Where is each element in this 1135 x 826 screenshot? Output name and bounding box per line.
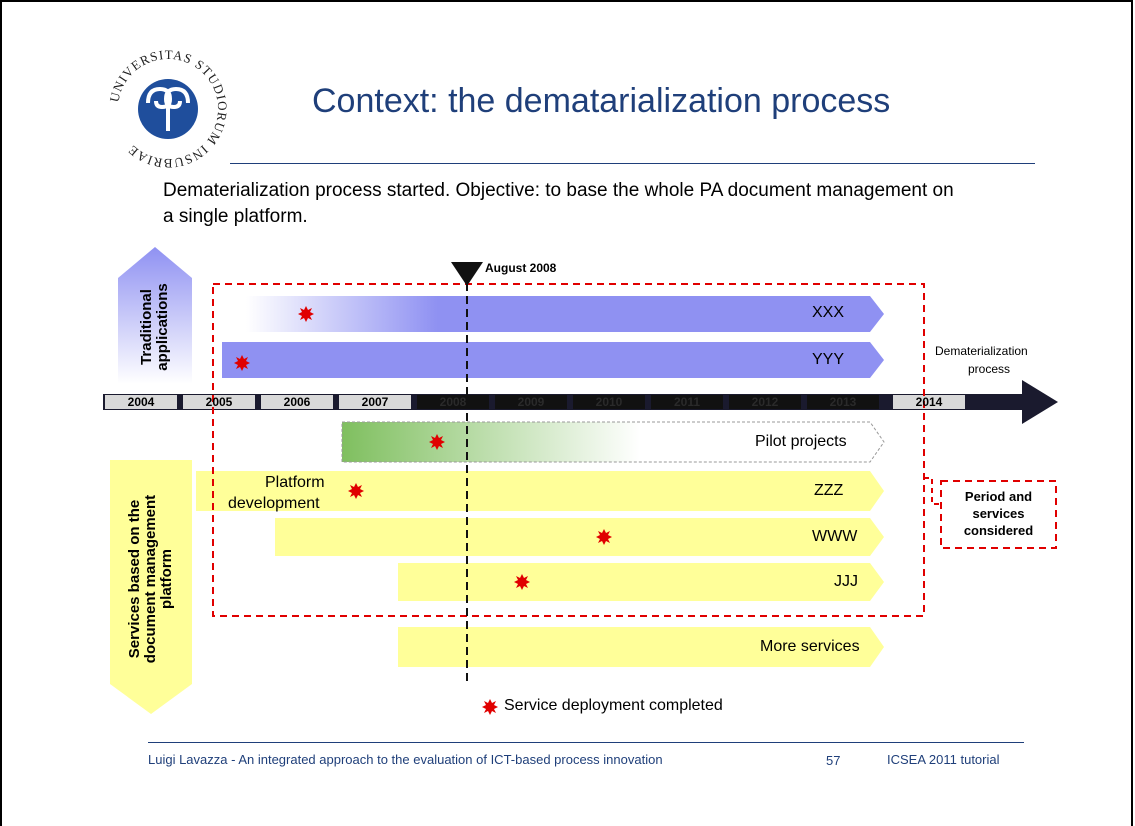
marker-zzz-star-icon: [348, 483, 364, 499]
legend-star-icon: [482, 699, 498, 715]
title-divider: [230, 163, 1035, 164]
bar-www-label: WWW: [812, 528, 858, 545]
year-2005: 2005: [205, 395, 233, 409]
deployment-markers: [234, 306, 612, 715]
milestone-label: August 2008: [485, 261, 557, 275]
year-2011: 2011: [673, 395, 701, 409]
services-arrow: [110, 460, 192, 714]
period-connector: [924, 477, 941, 505]
page-title: Context: the dematarialization process: [312, 82, 891, 120]
bar-zzz: [196, 471, 884, 511]
period-callout-box: [940, 480, 1057, 549]
university-logo: UNIVERSITAS STUDIORUM INSUBRIAE: [104, 45, 232, 173]
marker-www-star-icon: [596, 529, 612, 545]
marker-jjj-star-icon: [514, 574, 530, 590]
footer-divider: [148, 742, 1024, 743]
axis-label-line2: process: [968, 362, 1011, 376]
bar-yyy-label: YYY: [812, 351, 845, 368]
period-box: [212, 283, 925, 617]
year-2006: 2006: [283, 395, 311, 409]
footer-author: Luigi Lavazza - An integrated approach t…: [148, 752, 663, 767]
bar-pilot-label: Pilot projects: [755, 433, 847, 450]
bar-jjj: [398, 563, 884, 601]
bar-more: [398, 627, 884, 667]
legend-label: Service deployment completed: [504, 697, 723, 714]
axis-label-line1: Dematerialization: [935, 344, 1028, 358]
timeline-arrowhead: [1022, 380, 1058, 424]
bar-pilot: [341, 421, 885, 463]
year-2007: 2007: [361, 395, 389, 409]
footer-event: ICSEA 2011 tutorial: [887, 752, 1000, 767]
marker-yyy-star-icon: [234, 355, 250, 371]
period-callout-line2: services: [972, 506, 1025, 521]
year-2004: 2004: [127, 395, 155, 409]
traditional-label-line1: Traditional: [138, 289, 155, 365]
bar-more-label: More services: [760, 638, 860, 655]
intro-text: Dematerialization process started. Objec…: [163, 180, 954, 227]
marker-xxx-star-icon: [298, 306, 314, 322]
traditional-label-line2: applications: [154, 283, 171, 371]
year-2012: 2012: [751, 395, 779, 409]
bar-zzz-label: ZZZ: [814, 482, 844, 499]
services-label-line3: platform: [158, 549, 175, 609]
period-callout-line3: considered: [963, 523, 1034, 538]
platform-label-line2: development: [228, 495, 320, 512]
year-2014: 2014: [915, 395, 943, 409]
year-2010: 2010: [595, 395, 623, 409]
services-label-line1: Services based on the: [126, 499, 143, 659]
marker-pilot-star-icon: [429, 434, 445, 450]
bar-xxx-label: XXX: [812, 304, 845, 321]
milestone-triangle-icon: [451, 262, 483, 286]
year-2008: 2008: [439, 395, 467, 409]
period-callout-line1: Period and: [964, 489, 1033, 504]
bar-www: [275, 518, 884, 556]
bar-jjj-label: JJJ: [834, 573, 858, 590]
footer-page-number: 57: [826, 753, 841, 768]
year-2009: 2009: [517, 395, 545, 409]
services-label-line2: document management: [142, 494, 159, 664]
traditional-arrow: [118, 247, 192, 384]
bar-yyy: [222, 342, 884, 378]
bar-xxx: [246, 296, 884, 332]
year-2013: 2013: [829, 395, 857, 409]
period-callout-text: Period and services considered: [943, 488, 1054, 539]
platform-label-line1: Platform: [265, 474, 325, 491]
